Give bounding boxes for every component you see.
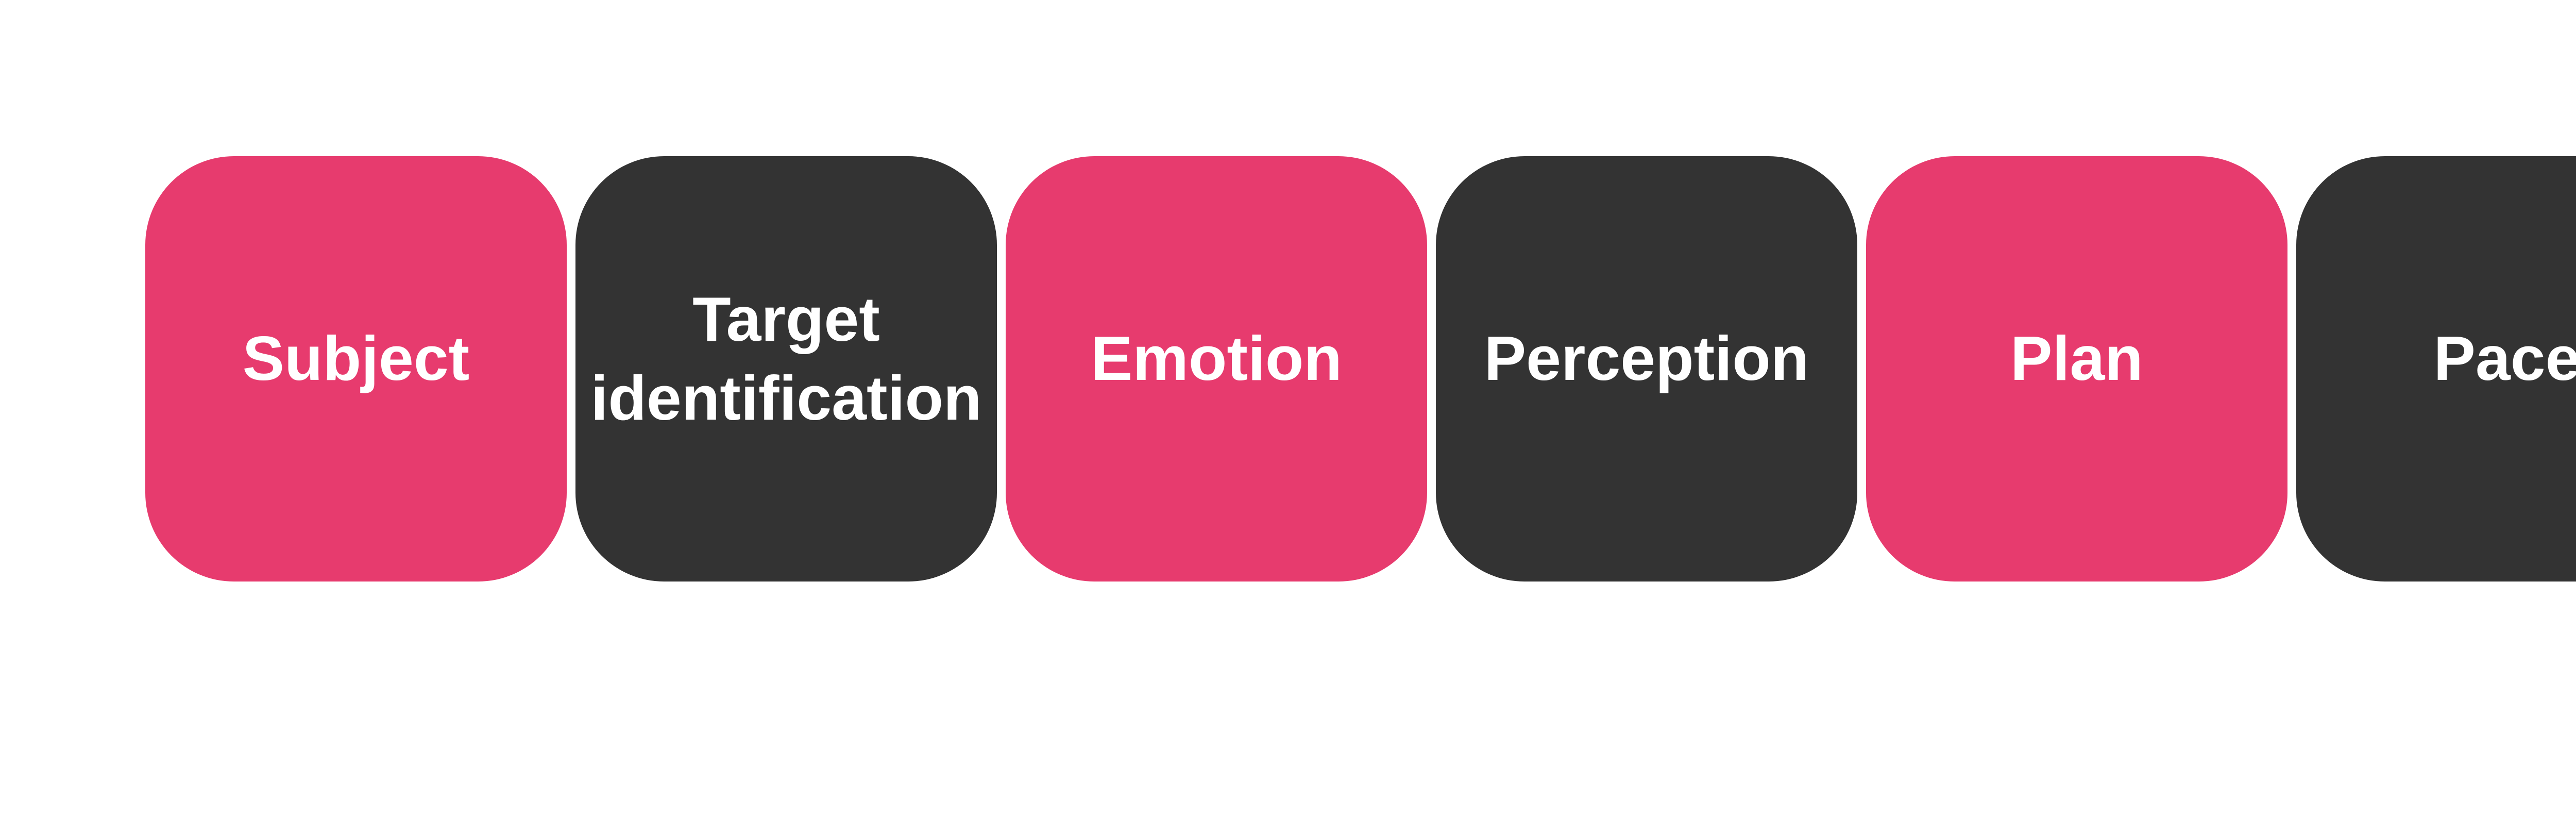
flow-step-plan: Plan [1866,156,2287,582]
flow-step-label: Perception [1484,323,1809,394]
flow-step-label: Emotion [1091,323,1342,394]
flow-step-pace: Pace [2296,156,2576,582]
flow-step-label: Pace [2433,323,2576,394]
flow-step-target-identification: Target identification [575,156,997,582]
flow-step-label: identification [590,362,982,433]
flow-step-subject: Subject [145,156,567,582]
flow-step-label: Plan [2010,323,2143,394]
flow-step-perception: Perception [1436,156,1857,582]
flow-step-label: Target [692,284,880,354]
flow-step-emotion: Emotion [1006,156,1427,582]
flow-step-label: Subject [242,323,470,394]
process-flow: Subject Target identification Emotion Pe… [145,156,2576,582]
